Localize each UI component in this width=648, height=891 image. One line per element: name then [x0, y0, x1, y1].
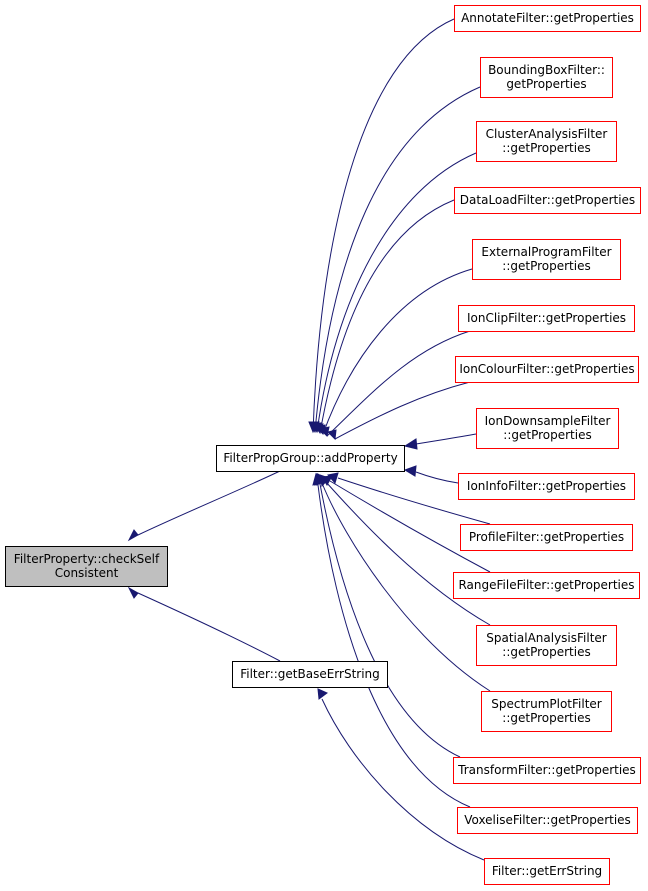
- edge-transform-to-addProperty: [319, 483, 461, 758]
- node-label-line: ::getProperties: [502, 645, 590, 659]
- edge-voxelise-to-addProperty: [317, 484, 471, 808]
- arrow-getBaseErrString-to-root: [127, 586, 139, 599]
- node-box: [454, 5, 641, 32]
- node-label-line: ::getProperties: [502, 711, 590, 725]
- node-box: [458, 305, 635, 332]
- node-box: [5, 546, 168, 587]
- node-label-line: getProperties: [506, 77, 586, 91]
- arrow-iondownsample-to-addProperty: [403, 438, 418, 450]
- node-label-line: ExternalProgramFilter: [481, 245, 611, 259]
- edge-annotate-to-addProperty: [312, 18, 455, 433]
- node-geterrstring[interactable]: Filter::getErrString: [484, 858, 610, 885]
- edge-ioncolour-to-addProperty: [334, 381, 471, 440]
- node-box: [481, 691, 612, 732]
- node-boundingbox[interactable]: BoundingBoxFilter::getProperties: [480, 57, 613, 98]
- edge-profile-to-addProperty: [337, 477, 491, 525]
- edge-external-to-addProperty: [322, 268, 473, 435]
- node-box: [455, 356, 639, 383]
- node-annotate[interactable]: AnnotateFilter::getProperties: [454, 5, 641, 32]
- node-box: [484, 858, 610, 885]
- node-label-line: Filter::getErrString: [492, 864, 602, 878]
- node-label-line: ::getProperties: [502, 259, 590, 273]
- node-box: [453, 572, 640, 599]
- node-label-line: TransformFilter::getProperties: [457, 763, 636, 777]
- node-label-line: FilterPropGroup::addProperty: [223, 451, 397, 465]
- node-box: [457, 807, 638, 834]
- node-box: [472, 239, 621, 280]
- edge-cluster-to-addProperty: [316, 152, 477, 433]
- node-box: [476, 408, 619, 449]
- node-box: [458, 473, 635, 500]
- node-label-line: AnnotateFilter::getProperties: [461, 11, 634, 25]
- arrow-addProperty-to-root: [127, 529, 139, 542]
- node-label-line: Filter::getBaseErrString: [240, 667, 380, 681]
- node-voxelise[interactable]: VoxeliseFilter::getProperties: [457, 807, 638, 834]
- node-label-line: ClusterAnalysisFilter: [486, 127, 608, 141]
- node-label-line: SpectrumPlotFilter: [491, 697, 602, 711]
- edge-ionclip-to-addProperty: [326, 330, 471, 437]
- arrow-voxelise-to-addProperty: [312, 472, 323, 486]
- node-rangefile[interactable]: RangeFileFilter::getProperties: [453, 572, 640, 599]
- edge-getBaseErrString-to-root: [137, 592, 281, 662]
- node-box: [232, 661, 388, 688]
- node-external[interactable]: ExternalProgramFilter::getProperties: [472, 239, 621, 280]
- node-label-line: ProfileFilter::getProperties: [469, 530, 624, 544]
- nodes-layer: FilterProperty::checkSelfConsistentFilte…: [5, 5, 641, 885]
- node-ioninfo[interactable]: IonInfoFilter::getProperties: [458, 473, 635, 500]
- arrow-profile-to-addProperty: [327, 472, 339, 485]
- edge-dataload-to-addProperty: [319, 199, 455, 434]
- node-label-line: RangeFileFilter::getProperties: [458, 578, 634, 592]
- node-label-line: IonClipFilter::getProperties: [467, 311, 626, 325]
- node-label-line: BoundingBoxFilter::: [488, 63, 605, 77]
- node-dataload[interactable]: DataLoadFilter::getProperties: [454, 187, 641, 214]
- node-label-line: IonInfoFilter::getProperties: [467, 479, 626, 493]
- node-cluster[interactable]: ClusterAnalysisFilter::getProperties: [476, 121, 617, 162]
- node-box: [453, 757, 641, 784]
- node-addProperty[interactable]: FilterPropGroup::addProperty: [216, 445, 405, 472]
- edge-geterrstring-to-getBaseErrString: [321, 698, 485, 861]
- node-label-line: ::getProperties: [502, 141, 590, 155]
- node-box: [476, 625, 617, 666]
- node-profile[interactable]: ProfileFilter::getProperties: [460, 524, 633, 551]
- edge-ioninfo-to-addProperty: [415, 471, 459, 484]
- node-transform[interactable]: TransformFilter::getProperties: [453, 757, 641, 784]
- node-label-line: DataLoadFilter::getProperties: [460, 193, 635, 207]
- node-label-line: VoxeliseFilter::getProperties: [464, 813, 631, 827]
- arrow-geterrstring-to-getBaseErrString: [317, 688, 328, 700]
- edge-addProperty-to-root: [137, 470, 281, 536]
- edges-layer: [127, 18, 491, 861]
- edge-iondownsample-to-addProperty: [415, 433, 477, 445]
- node-box: [454, 187, 641, 214]
- edge-boundingbox-to-addProperty: [314, 86, 481, 433]
- node-label-line: FilterProperty::checkSelf: [14, 552, 160, 566]
- node-box: [476, 121, 617, 162]
- arrow-ioninfo-to-addProperty: [403, 465, 417, 477]
- node-iondownsample[interactable]: IonDownsampleFilter::getProperties: [476, 408, 619, 449]
- edge-spatial-to-addProperty: [325, 481, 491, 626]
- node-label-line: IonColourFilter::getProperties: [459, 362, 634, 376]
- node-label-line: Consistent: [55, 566, 119, 580]
- edge-rangefile-to-addProperty: [329, 480, 491, 573]
- node-spatial[interactable]: SpatialAnalysisFilter::getProperties: [476, 625, 617, 666]
- node-getBaseErrString[interactable]: Filter::getBaseErrString: [232, 661, 388, 688]
- edge-spectrum-to-addProperty: [321, 482, 491, 692]
- node-box: [460, 524, 633, 551]
- node-ionclip[interactable]: IonClipFilter::getProperties: [458, 305, 635, 332]
- node-spectrum[interactable]: SpectrumPlotFilter::getProperties: [481, 691, 612, 732]
- node-label-line: SpatialAnalysisFilter: [486, 631, 607, 645]
- node-box: [480, 57, 613, 98]
- arrow-ioncolour-to-addProperty: [327, 429, 337, 441]
- node-label-line: ::getProperties: [503, 428, 591, 442]
- node-box: [216, 445, 405, 472]
- node-label-line: IonDownsampleFilter: [485, 414, 611, 428]
- node-ioncolour[interactable]: IonColourFilter::getProperties: [455, 356, 639, 383]
